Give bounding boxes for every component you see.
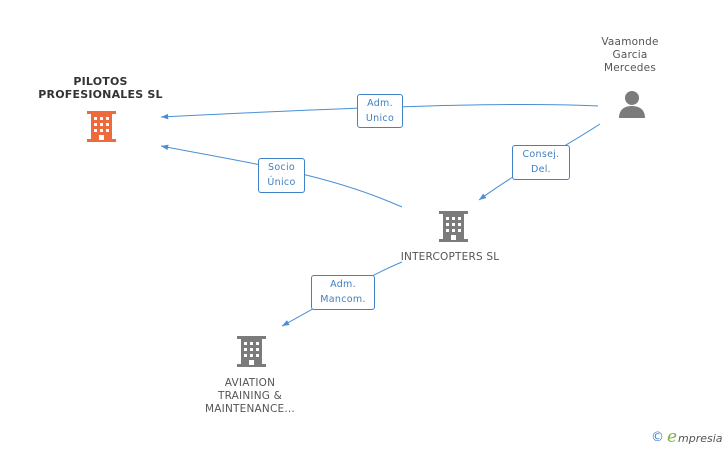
node-label-intercopters[interactable]: INTERCOPTERS SL — [400, 251, 500, 263]
edge-label-consej-del[interactable]: Consej. Del. — [512, 145, 570, 180]
brand-logo-e: e — [667, 427, 678, 447]
node-label-person[interactable]: Vaamonde Garcia Mercedes — [601, 36, 659, 74]
edge-label-socio-unico[interactable]: Socio Único — [258, 158, 305, 193]
edge-label-adm-unico[interactable]: Adm. Unico — [357, 94, 403, 128]
edge-adm-unico — [160, 103, 599, 120]
brand-logo-text: mpresia — [678, 432, 723, 445]
building-icon[interactable] — [87, 111, 116, 142]
copyright-icon: © — [651, 430, 664, 445]
node-label-aviation[interactable]: AVIATION TRAINING & MAINTENANCE... — [205, 377, 295, 415]
edge-label-adm-mancom[interactable]: Adm. Mancom. — [311, 275, 375, 310]
person-icon[interactable] — [619, 91, 645, 118]
building-icon[interactable] — [439, 211, 468, 242]
node-label-pilotos[interactable]: PILOTOS PROFESIONALES SL — [38, 75, 163, 101]
building-icon[interactable] — [237, 336, 266, 367]
